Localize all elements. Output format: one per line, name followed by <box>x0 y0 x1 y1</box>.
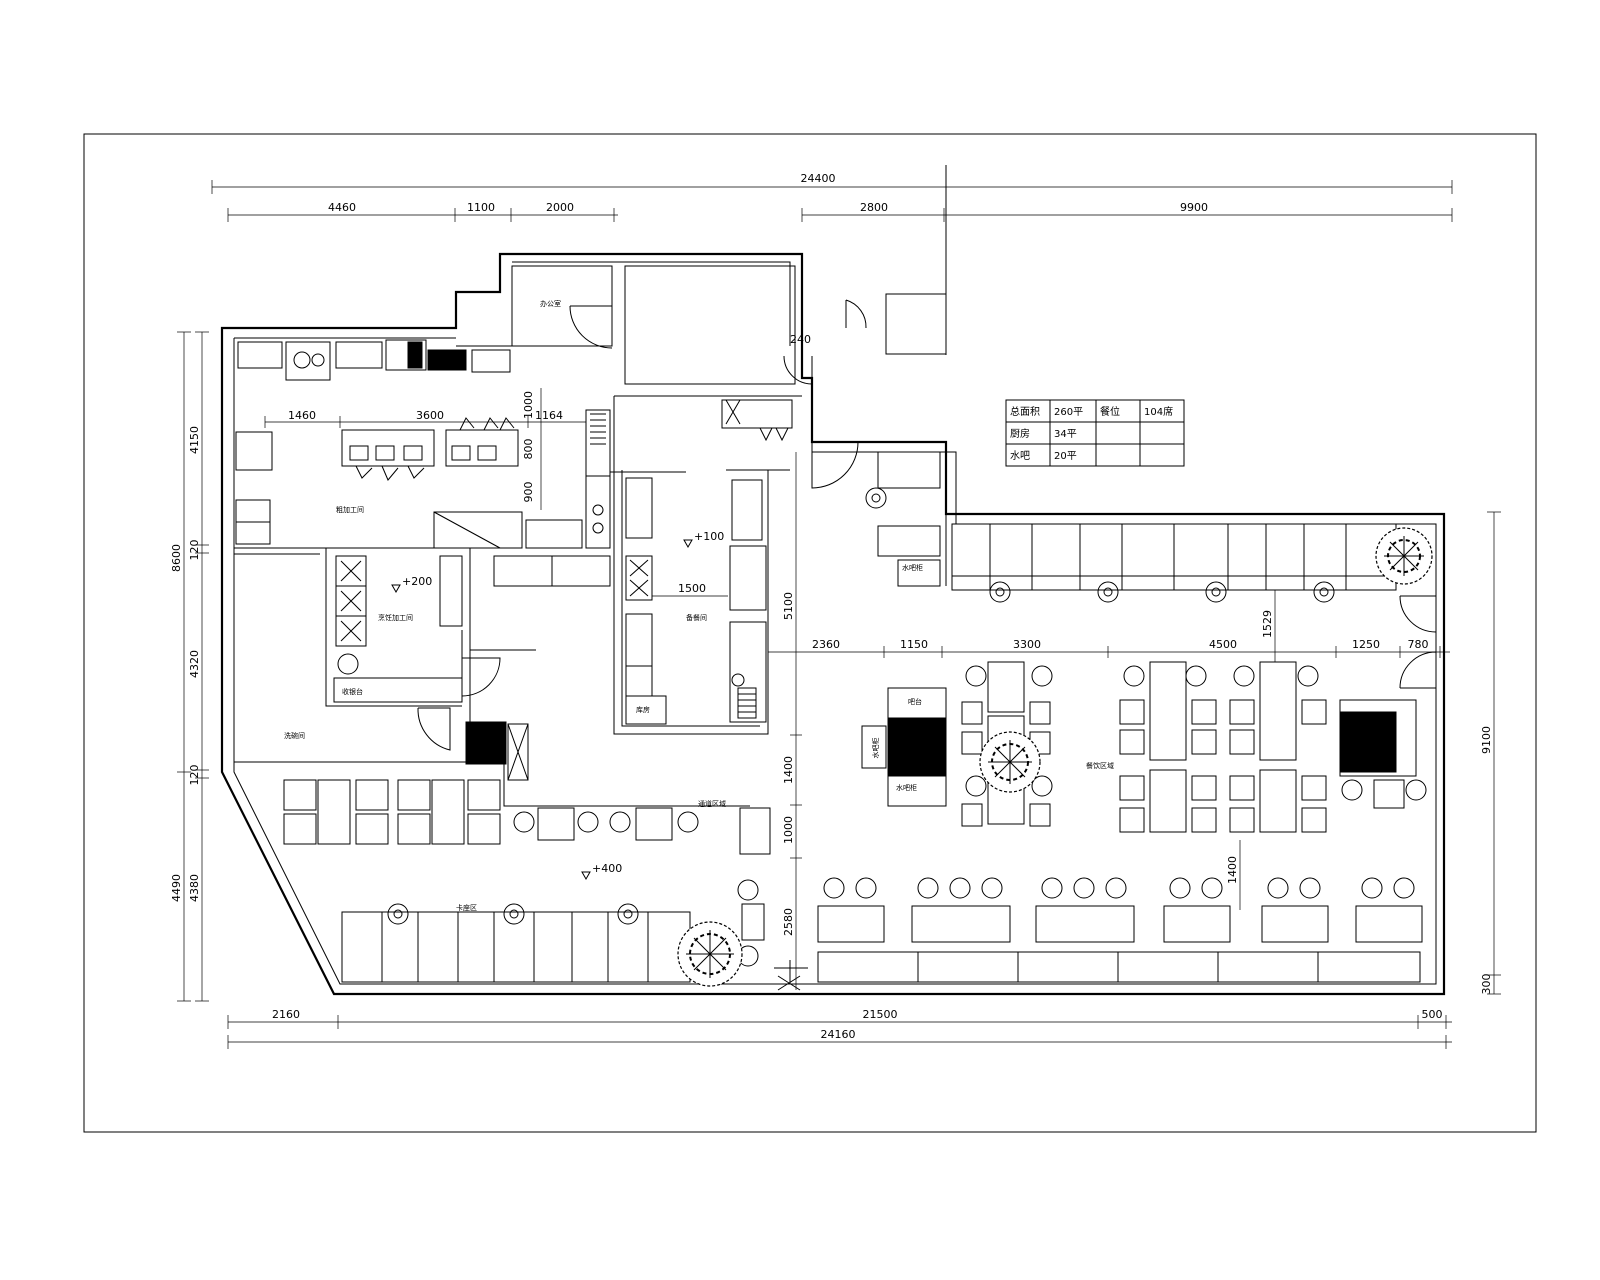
dim-240: 240 <box>790 333 811 346</box>
drawing-frame <box>83 133 1537 1133</box>
walls <box>220 252 1446 996</box>
dim-dining-1400: 1400 <box>1226 856 1239 884</box>
elevation-400: +400 <box>592 862 622 875</box>
kitchen-equipment <box>235 339 793 781</box>
dim-left-120a: 120 <box>188 540 201 561</box>
dimension-lines <box>177 165 1501 1049</box>
dim-right-300: 300 <box>1480 974 1493 995</box>
dim-kitchen-1164: 1164 <box>535 409 563 422</box>
summary-cell-r1c4: 104席 <box>1144 405 1173 418</box>
label-water-2: 水吧柜 <box>896 783 917 792</box>
dim-dining-5: 1250 <box>1352 638 1380 651</box>
plants <box>677 527 1433 987</box>
label-wash-area: 洗碗间 <box>284 731 305 740</box>
doors <box>417 299 1437 751</box>
label-water-3: 水吧柜 <box>871 738 880 759</box>
summary-cell-r1c1: 总面积 <box>1010 405 1040 418</box>
dim-left-4380: 4380 <box>188 874 201 902</box>
dim-left-4150: 4150 <box>188 426 201 454</box>
dim-top-right-2: 9900 <box>1180 201 1208 214</box>
dimension-texts: 24400 4460 1100 2000 2800 9900 240 1460 … <box>170 172 1493 1041</box>
dim-mid-5100: 5100 <box>782 592 795 620</box>
dim-bottom-24160: 24160 <box>821 1028 856 1041</box>
summary-cell-r1c2: 260平 <box>1054 407 1083 418</box>
label-pass-area: 备餐间 <box>686 613 707 622</box>
dim-top-left-1: 4460 <box>328 201 356 214</box>
dim-dining-6: 780 <box>1408 638 1429 651</box>
label-prep-area: 粗加工间 <box>336 505 364 514</box>
dim-top-left-3: 2000 <box>546 201 574 214</box>
room-labels: 粗加工间 烹饪加工间 洗碗间 备餐间 库房 办公室 餐饮区域 通道区域 卡座区 … <box>284 299 1114 912</box>
dim-kitchen-900: 900 <box>522 482 535 503</box>
dim-bottom-500: 500 <box>1422 1008 1443 1021</box>
dim-kitchen-1000: 1000 <box>522 391 535 419</box>
dining-furniture <box>283 451 1427 991</box>
dim-top-left-2: 1100 <box>467 201 495 214</box>
dim-dining-4: 4500 <box>1209 638 1237 651</box>
plant-icon <box>979 731 1041 793</box>
dim-top-right-1: 2800 <box>860 201 888 214</box>
elevation-200: +200 <box>402 575 432 588</box>
summary-cell-r2c1: 厨房 <box>1010 427 1030 440</box>
label-cashier: 收银台 <box>342 687 363 696</box>
summary-cell-r3c2: 20平 <box>1054 451 1077 462</box>
label-booth-zone: 卡座区 <box>456 903 477 912</box>
plant-icon <box>677 921 743 987</box>
dim-kitchen-800: 800 <box>522 439 535 460</box>
dim-left-4320: 4320 <box>188 650 201 678</box>
dim-corridor-1500: 1500 <box>678 582 706 595</box>
dim-kitchen-3600: 3600 <box>416 409 444 422</box>
dim-mid-1400: 1400 <box>782 756 795 784</box>
summary-cell-r2c2: 34平 <box>1054 429 1077 440</box>
dim-top-total: 24400 <box>801 172 836 185</box>
label-water-1: 水吧柜 <box>902 563 923 572</box>
label-walkway: 通道区域 <box>698 799 726 808</box>
label-top-room: 办公室 <box>540 299 561 308</box>
dim-dining-1529: 1529 <box>1261 610 1274 638</box>
elevation-markers: +100 +200 +400 <box>391 530 724 881</box>
dim-bottom-2160: 2160 <box>272 1008 300 1021</box>
elevation-100: +100 <box>694 530 724 543</box>
dim-bottom-21500: 21500 <box>863 1008 898 1021</box>
dim-right-9100: 9100 <box>1480 726 1493 754</box>
dim-left-4490: 4490 <box>170 874 183 902</box>
dim-left-8600: 8600 <box>170 544 183 572</box>
dim-dining-3: 3300 <box>1013 638 1041 651</box>
dim-mid-2580: 2580 <box>782 908 795 936</box>
label-dining: 餐饮区域 <box>1086 761 1114 770</box>
summary-cell-r1c3: 餐位 <box>1100 405 1120 418</box>
label-bar: 吧台 <box>908 697 922 706</box>
dim-left-120b: 120 <box>188 765 201 786</box>
summary-cell-r3c1: 水吧 <box>1010 450 1030 462</box>
dim-mid-1000: 1000 <box>782 816 795 844</box>
plant-icon <box>1375 527 1433 585</box>
summary-table: 总面积 260平 餐位 104席 厨房 34平 水吧 20平 <box>1005 399 1185 467</box>
dim-kitchen-1460: 1460 <box>288 409 316 422</box>
label-store: 库房 <box>636 705 650 714</box>
dim-dining-1: 2360 <box>812 638 840 651</box>
dim-dining-2: 1150 <box>900 638 928 651</box>
label-cook-area: 烹饪加工间 <box>378 613 413 622</box>
